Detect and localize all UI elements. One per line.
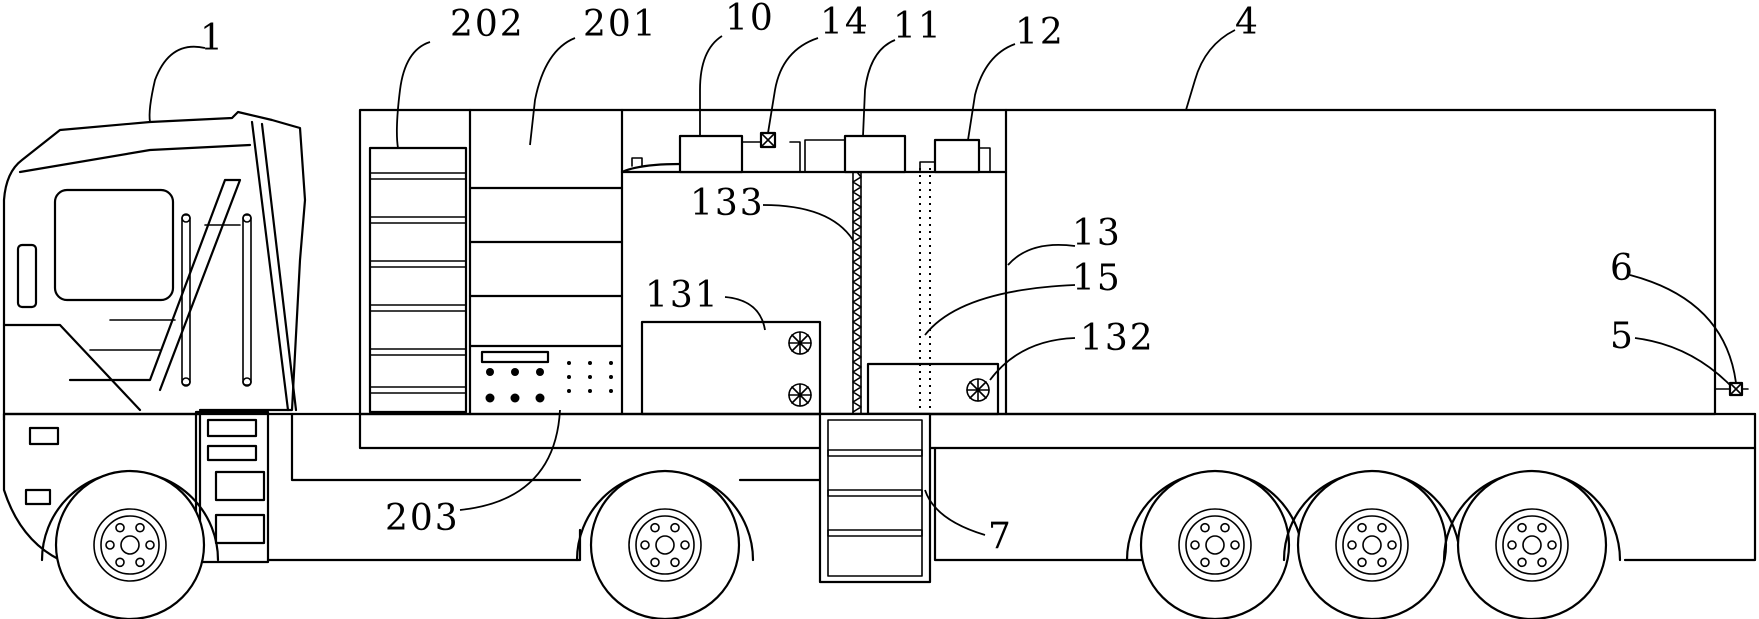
label-201: 201 <box>583 4 658 45</box>
label-203: 203 <box>385 498 460 539</box>
ladder-rungs <box>369 172 467 394</box>
unit-10 <box>678 134 744 174</box>
control-panel-203 <box>480 350 613 403</box>
label-13: 13 <box>1072 213 1122 254</box>
label-7: 7 <box>988 516 1013 557</box>
roof-equipment <box>620 131 1008 174</box>
wheels <box>40 469 1622 619</box>
label-5: 5 <box>1610 316 1635 357</box>
label-133: 133 <box>690 183 765 224</box>
label-11: 11 <box>893 6 943 47</box>
fan-icon <box>788 383 812 407</box>
label-132: 132 <box>1080 318 1155 359</box>
reference-labels: 1 202 201 10 14 11 12 4 133 13 15 131 13… <box>200 0 1635 557</box>
label-131: 131 <box>645 275 720 316</box>
label-4: 4 <box>1235 2 1260 43</box>
fan-icon <box>788 331 812 355</box>
wheel-5 <box>1442 469 1622 619</box>
wheel-3 <box>1125 469 1305 619</box>
compartment-201 <box>468 186 624 348</box>
wheel-2 <box>575 469 755 619</box>
ladder-202 <box>368 146 468 414</box>
label-6: 6 <box>1610 248 1635 289</box>
wheel-1 <box>40 469 220 619</box>
partition-133 <box>852 171 862 415</box>
truck-cab <box>2 110 307 564</box>
rear-valve <box>1714 381 1749 397</box>
label-14: 14 <box>820 2 870 43</box>
label-15: 15 <box>1072 258 1122 299</box>
cargo-body <box>358 108 1717 416</box>
label-12: 12 <box>1015 12 1065 53</box>
fan-icon <box>966 378 990 402</box>
label-1: 1 <box>200 18 225 59</box>
leader-lines <box>148 29 1737 536</box>
side-ladder-7 <box>818 412 932 584</box>
label-202: 202 <box>450 4 525 45</box>
pipe-15 <box>919 168 931 414</box>
label-10: 10 <box>725 0 775 39</box>
unit-131 <box>640 320 822 416</box>
unit-12 <box>933 138 981 174</box>
wheel-4 <box>1282 469 1462 619</box>
unit-132 <box>866 362 1000 416</box>
unit-11 <box>843 134 907 174</box>
